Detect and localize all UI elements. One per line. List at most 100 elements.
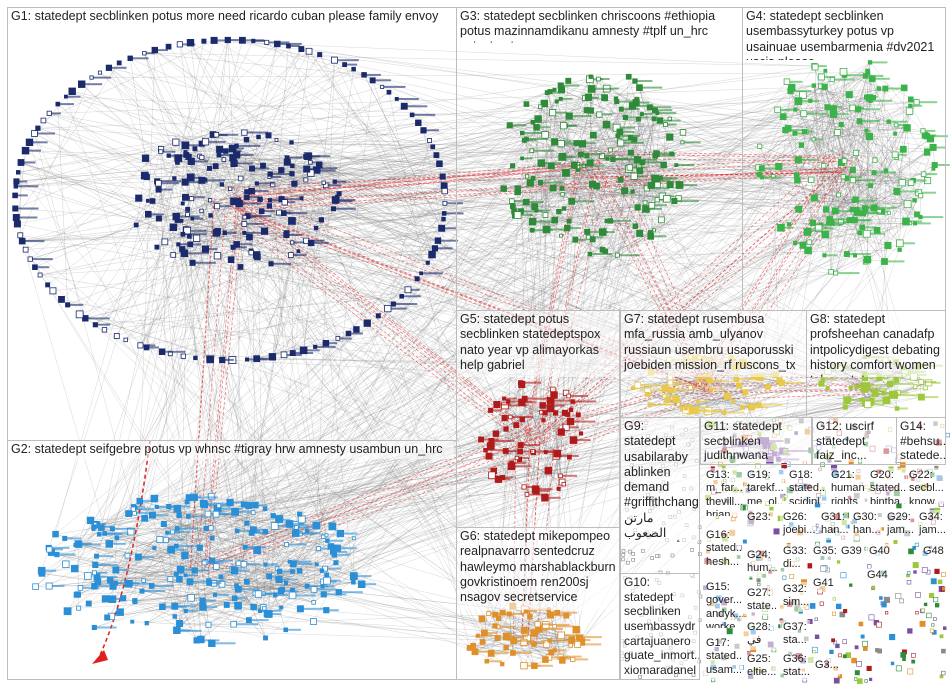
graph-node <box>276 576 282 582</box>
graph-node <box>322 181 325 184</box>
graph-node <box>486 453 492 459</box>
node-label-mark <box>557 625 573 627</box>
graph-node <box>640 160 645 165</box>
node-label-mark <box>512 124 526 126</box>
graph-node <box>219 575 223 579</box>
graph-node <box>562 207 566 211</box>
graph-node <box>308 240 314 246</box>
graph-node <box>775 107 781 113</box>
node-label-mark <box>101 533 122 535</box>
graph-node <box>107 578 113 584</box>
node-label-mark <box>351 333 363 335</box>
graph-node <box>877 87 881 91</box>
node-label-mark <box>19 181 27 183</box>
small-group-node <box>916 592 921 597</box>
graph-node <box>157 536 163 542</box>
small-group-node <box>920 621 925 626</box>
graph-node <box>544 451 547 454</box>
graph-node <box>284 231 289 236</box>
small-group-node <box>922 568 927 573</box>
graph-node <box>217 146 223 152</box>
node-label-mark <box>141 556 154 558</box>
graph-node <box>548 163 554 169</box>
graph-node <box>66 303 70 307</box>
graph-node <box>561 193 565 197</box>
node-label-mark <box>262 593 272 595</box>
graph-node <box>864 256 871 263</box>
small-group-node <box>641 550 644 553</box>
graph-node <box>618 177 623 182</box>
node-label-mark <box>654 235 667 237</box>
graph-node <box>904 125 911 132</box>
small-group-node <box>698 553 701 556</box>
node-label-mark <box>868 96 877 98</box>
node-label-mark <box>891 121 908 123</box>
group-label-g6: G6: statedept mikepompeo realpnavarro se… <box>457 528 619 610</box>
node-label-mark <box>133 57 149 59</box>
graph-node <box>523 199 529 205</box>
group-label-g16: G16: stated... hesh... <box>703 528 741 568</box>
graph-node <box>501 662 505 666</box>
graph-node <box>631 173 637 179</box>
graph-node <box>242 222 247 227</box>
graph-node <box>559 234 562 237</box>
graph-node <box>250 166 255 171</box>
graph-node <box>616 134 620 138</box>
group-label-g1: G1: statedept secblinken potus more need… <box>8 8 448 26</box>
node-label-mark <box>336 208 356 210</box>
graph-node <box>50 288 56 294</box>
node-label-mark <box>296 595 316 597</box>
node-label-mark <box>500 626 516 628</box>
graph-node <box>672 198 677 203</box>
graph-node <box>519 399 526 406</box>
graph-node <box>529 218 536 225</box>
graph-node <box>807 240 812 245</box>
node-label-mark <box>834 79 855 81</box>
graph-node <box>246 503 252 509</box>
node-label-mark <box>171 155 192 157</box>
graph-node <box>352 580 356 584</box>
small-group-node <box>875 648 879 652</box>
graph-node <box>818 74 824 80</box>
graph-node <box>515 186 520 191</box>
node-label-mark <box>277 594 288 596</box>
graph-node <box>255 182 258 185</box>
node-label-mark <box>868 388 887 390</box>
graph-node <box>528 614 533 619</box>
graph-node <box>823 207 829 213</box>
node-label-mark <box>227 232 237 234</box>
small-group-node <box>832 612 835 615</box>
graph-node <box>137 498 143 504</box>
node-label-mark <box>441 240 458 242</box>
graph-node <box>681 141 684 144</box>
graph-node <box>494 403 498 407</box>
node-label-mark <box>238 145 260 147</box>
graph-node <box>485 659 489 663</box>
graph-node <box>192 568 197 573</box>
node-label-mark <box>868 377 889 379</box>
node-label-mark <box>259 182 275 184</box>
node-label-mark <box>161 189 172 191</box>
graph-node <box>866 133 872 139</box>
graph-node <box>235 586 241 592</box>
graph-node <box>298 512 302 516</box>
graph-node <box>487 611 491 615</box>
graph-node <box>812 64 818 70</box>
node-label-mark <box>575 639 591 641</box>
graph-node <box>548 90 552 94</box>
graph-node <box>155 245 159 249</box>
graph-node <box>514 212 521 219</box>
graph-node <box>213 164 218 169</box>
graph-node <box>281 352 287 358</box>
node-label-mark <box>521 214 533 216</box>
group-label-g41: G41 <box>810 576 836 592</box>
graph-node <box>153 547 156 550</box>
graph-node <box>269 262 273 266</box>
node-label-mark <box>312 161 322 163</box>
node-label-mark <box>18 194 28 196</box>
graph-node <box>145 211 151 217</box>
node-label-mark <box>534 150 555 152</box>
graph-node <box>290 141 294 145</box>
graph-node <box>354 327 360 333</box>
graph-node <box>570 437 577 444</box>
